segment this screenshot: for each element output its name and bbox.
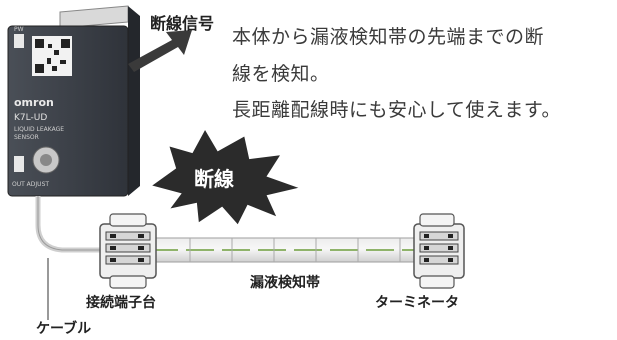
device-subtitle-1: LIQUID LEAKAGE	[14, 126, 64, 133]
device-brand: omron	[14, 96, 54, 109]
detection-band-label: 漏液検知帯	[250, 275, 320, 291]
burst-label: 断線	[194, 167, 234, 191]
cable-label: ケーブル	[36, 321, 92, 337]
pw-indicator	[14, 34, 24, 48]
device-out-adjust: OUT ADJUST	[12, 181, 49, 188]
detection-band	[149, 237, 423, 263]
description-line-3: 長距離配線時にも安心して使えます。	[232, 99, 562, 121]
device-pw-label: PW	[14, 26, 24, 33]
terminal-block	[99, 213, 157, 289]
break-burst	[147, 125, 306, 228]
device-subtitle-2: SENSOR	[14, 134, 39, 141]
description-line-2: 線を検知。	[232, 63, 330, 85]
terminator-label: ターミネータ	[375, 295, 459, 311]
sensor-device	[7, 5, 140, 197]
cable	[35, 196, 100, 253]
device-model: K7L-UD	[14, 113, 47, 123]
description-line-1: 本体から漏液検知帯の先端までの断	[232, 26, 545, 48]
terminal-block-label: 接続端子台	[86, 295, 156, 311]
terminator	[413, 213, 465, 289]
signal-label: 断線信号	[150, 14, 215, 33]
signal-arrow	[128, 30, 192, 72]
